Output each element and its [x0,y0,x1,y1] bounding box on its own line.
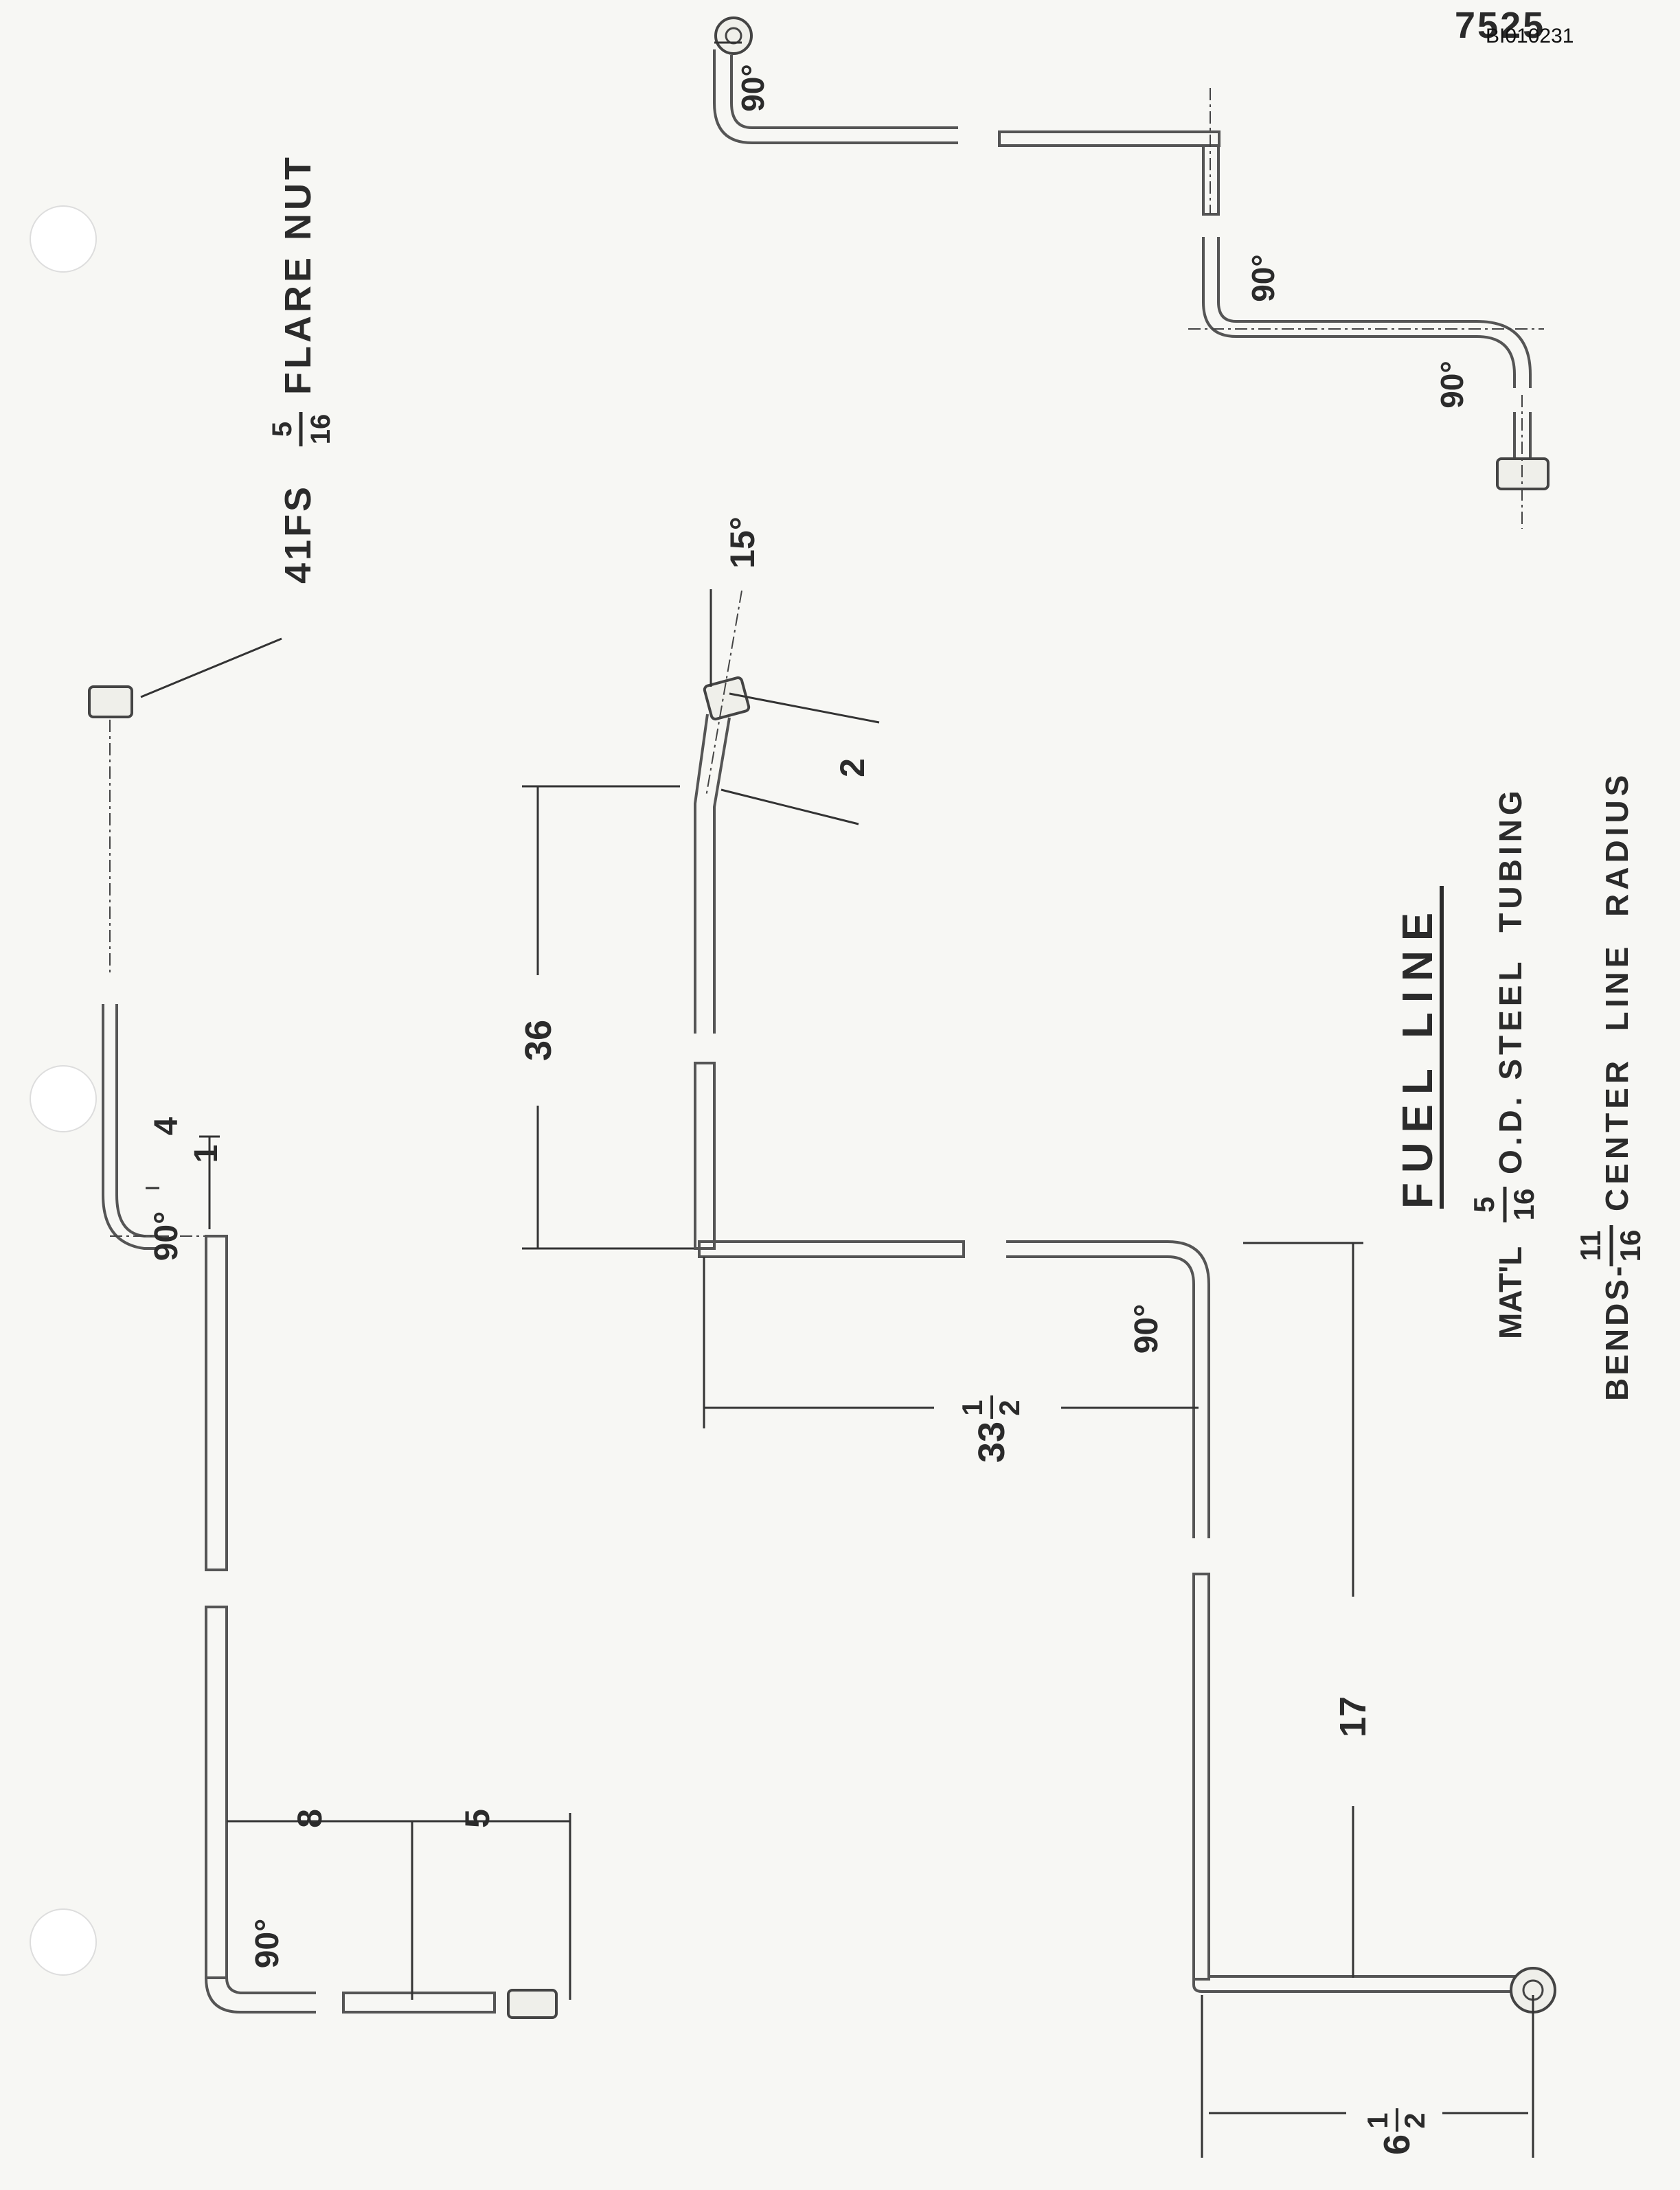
tube-section-right [713,16,1550,529]
angle-90-left-bottom: 90° [249,1919,286,1969]
drawing-title: FUEL LINE [1394,903,1442,1209]
dim-2-label: 2 [833,758,872,777]
flare-nut-left-top [88,685,133,718]
tube-left-bend-bottom [205,1977,316,2014]
dim-15deg-label: 15° [723,516,762,569]
tube-middle-vertical [694,1062,716,1250]
tube-right-horizontal [998,130,1221,147]
tube-left-bend-bottom-inner [225,1977,316,1994]
tube-middle-end [1192,1979,1518,1993]
dim-5-label: 5 [458,1809,497,1828]
dim-6-half-denominator: 2 [1398,2112,1431,2128]
binder-hole-middle [30,1065,97,1132]
bends-text: CENTER LINE RADIUS [1599,771,1635,1211]
angle-90-left-top: 90° [148,1211,185,1262]
bends-fraction-numerator: 11 [1574,1231,1607,1261]
callout-item: FLARE NUT [277,154,319,395]
centerline-15deg [705,590,742,797]
dim-6-half-label: 6 1 2 [1361,2108,1431,2155]
tube-left-long-upper [205,1235,228,1571]
tube-right-top-bend-inner [730,55,958,129]
tube-middle-horizontal-a [698,1240,965,1258]
tube-middle-bend-inner [1006,1255,1195,1538]
tube-left-end [342,1992,496,2014]
material-text: O.D. STEEL TUBING [1492,786,1528,1174]
callout-fraction-numerator: 5 [267,422,297,437]
tube-right-end [1513,412,1532,459]
flare-nut-right-top [714,16,753,55]
bends-label: BENDS- [1599,1264,1635,1401]
tube-left-bend-top [102,1004,158,1250]
angle-90-right-bottom: 90° [1434,361,1470,409]
binder-hole-bottom [30,1908,97,1976]
tube-section-left [88,637,571,2019]
angle-90-middle: 90° [1128,1304,1165,1354]
tube-left-long-lower [205,1606,228,1979]
flare-nut-left-bottom [507,1989,558,2019]
tube-middle-angled [694,714,709,1034]
tube-right-zbend [1202,237,1516,388]
tube-middle-end-inner [1207,1975,1518,1979]
tube-section-middle [522,589,1556,2158]
callout-part: 41FS [277,484,319,584]
tube-middle-long [1192,1573,1210,1981]
dim-1-label: 1 [188,1145,225,1163]
title-group: FUEL LINE [1394,886,1444,1209]
dim-extension-2-top [729,692,880,724]
bends-line: BENDS- 11 16 CENTER LINE RADIUS [1574,771,1646,1401]
page-number: 7525 [1455,5,1546,46]
dim-6-whole: 6 [1376,2134,1418,2155]
material-line: MAT'L 5 16 O.D. STEEL TUBING [1468,786,1540,1339]
tube-middle-angled-inner [713,717,731,1034]
tube-right-top-bend [713,49,958,144]
material-label: MAT'L [1492,1246,1528,1339]
tube-right-zbend-inner [1217,237,1532,388]
bends-fraction-denominator: 16 [1614,1230,1646,1262]
angle-90-right-middle: 90° [1245,254,1281,302]
flare-nut-middle [703,676,751,721]
tube-middle-bend [1006,1240,1210,1538]
dim-17-label: 17 [1332,1696,1374,1737]
angle-90-right-top: 90° [735,64,771,112]
tube-right-short-drop [1202,144,1220,216]
dim-33-half-label: 33 1 2 [956,1395,1025,1463]
dim-extension-2-bottom [720,788,859,825]
dim-33-half-denominator: 2 [993,1400,1025,1415]
binder-holes [30,205,97,1976]
flare-nut-callout: 41FS 5 16 FLARE NUT [267,154,336,584]
callout-fraction-denominator: 16 [306,414,336,445]
dim-6-half-numerator: 1 [1361,2112,1394,2128]
leader-line-flare-nut [140,637,282,698]
dim-36-label: 36 [518,1020,559,1061]
binder-hole-top [30,205,97,273]
material-fraction-numerator: 5 [1468,1196,1500,1212]
dim-33-whole: 33 [971,1422,1012,1463]
dim-8-label: 8 [291,1809,329,1828]
dim-33-half-numerator: 1 [956,1400,988,1415]
title-block: FUEL LINE MAT'L 5 16 O.D. STEEL TUBING B… [1394,771,1646,1401]
material-fraction-denominator: 16 [1508,1189,1540,1221]
dim-4-label: 4 [148,1117,185,1135]
document-id: BI010231 [1486,25,1574,47]
